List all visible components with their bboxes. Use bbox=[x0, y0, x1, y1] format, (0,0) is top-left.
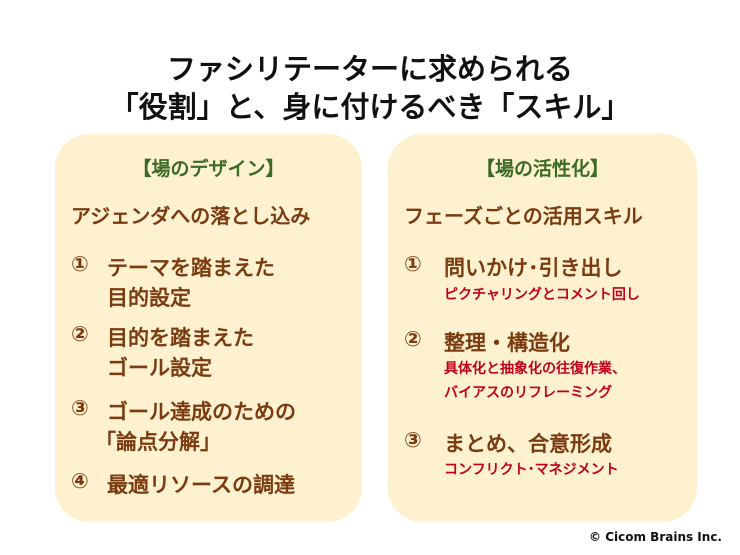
design-item-2-line2: ゴール設定 bbox=[107, 356, 212, 380]
activation-panel: 【場の活性化】 フェーズごとの活用スキル ① 問いかけ･引き出し ピクチャリング… bbox=[388, 134, 697, 522]
activation-item-3-num: ③ bbox=[404, 428, 422, 452]
copyright: © Cicom Brains Inc. bbox=[589, 530, 722, 544]
activation-item-2-num: ② bbox=[404, 327, 422, 351]
slide-title-line2: 「役割」と、身に付けるべき「スキル」 bbox=[109, 90, 631, 124]
activation-item-2-detail1: 具体化と抽象化の往復作業、 bbox=[444, 361, 626, 377]
activation-item-1-label: 問いかけ･引き出し bbox=[444, 256, 623, 280]
activation-header: 【場の活性化】 bbox=[475, 158, 609, 180]
design-item-1-line1: テーマを踏まえた bbox=[107, 256, 275, 280]
design-item-2-line1: 目的を踏まえた bbox=[107, 326, 254, 350]
design-item-3-line1: ゴール達成のための bbox=[107, 400, 296, 424]
activation-subtitle: フェーズごとの活用スキル bbox=[404, 204, 643, 228]
design-header: 【場のデザイン】 bbox=[132, 158, 285, 180]
activation-item-1-detail: ピクチャリングとコメント回し bbox=[444, 287, 640, 303]
design-item-1-num: ① bbox=[71, 252, 89, 276]
activation-item-2-label: 整理・構造化 bbox=[444, 331, 570, 355]
design-item-1-line2: 目的設定 bbox=[107, 286, 191, 310]
slide-title-line1: ファシリテーターに求められる bbox=[166, 52, 573, 86]
activation-item-3-detail: コンフリクト･マネジメント bbox=[444, 462, 619, 478]
activation-item-2-detail2: バイアスのリフレーミング bbox=[444, 385, 612, 401]
design-panel: 【場のデザイン】 アジェンダへの落とし込み ① テーマを踏まえた 目的設定 ② … bbox=[55, 134, 362, 522]
design-item-3-line2: 「論点分解」 bbox=[95, 430, 221, 454]
design-item-3-num: ③ bbox=[71, 396, 89, 420]
design-item-4-line1: 最適リソースの調達 bbox=[107, 473, 295, 497]
design-subtitle: アジェンダへの落とし込み bbox=[71, 204, 311, 228]
activation-item-1-num: ① bbox=[404, 252, 422, 276]
design-item-2-num: ② bbox=[71, 322, 89, 346]
design-item-4-num: ④ bbox=[71, 469, 89, 493]
activation-item-3-label: まとめ、合意形成 bbox=[444, 432, 612, 456]
